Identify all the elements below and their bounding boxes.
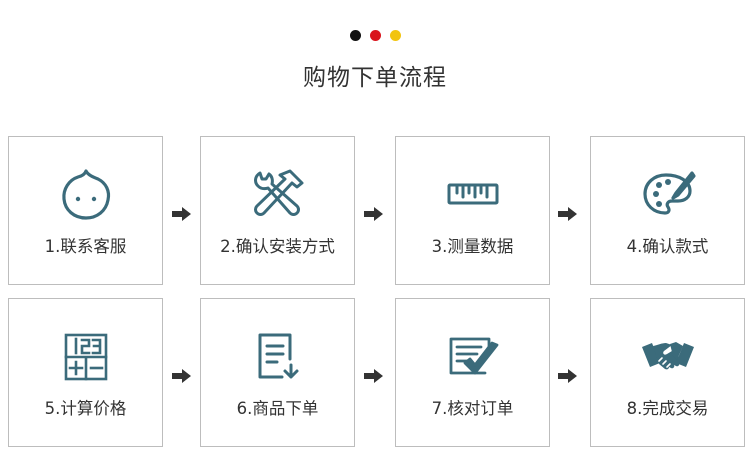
- header-dots: [0, 30, 750, 41]
- palette-icon: [591, 167, 744, 223]
- arrow-right-icon: [172, 369, 191, 383]
- yellow-dot: [389, 30, 401, 41]
- step-label: 6.商品下单: [236, 399, 319, 418]
- step-label: 3.测量数据: [431, 237, 514, 256]
- arrow-right-icon: [172, 207, 191, 221]
- step-card-3: 3.测量数据: [395, 136, 550, 285]
- chat-face-icon: [9, 167, 162, 223]
- arrow-right-icon: [558, 369, 577, 383]
- arrow-right-icon: [364, 207, 383, 221]
- step-card-6: 6.商品下单: [200, 298, 355, 447]
- order-document-icon: [201, 329, 354, 385]
- red-dot: [369, 30, 381, 41]
- step-card-7: 7.核对订单: [395, 298, 550, 447]
- page-title: 购物下单流程: [303, 65, 447, 91]
- calculator-icon: [9, 329, 162, 385]
- step-label: 5.计算价格: [44, 399, 127, 418]
- step-label: 7.核对订单: [431, 399, 514, 418]
- ruler-icon: [396, 167, 549, 223]
- step-label: 2.确认安装方式: [220, 237, 335, 256]
- checklist-icon: [396, 329, 549, 385]
- step-label: 1.联系客服: [44, 237, 127, 256]
- step-label: 8.完成交易: [626, 399, 709, 418]
- step-card-4: 4.确认款式: [590, 136, 745, 285]
- step-card-5: 5.计算价格: [8, 298, 163, 447]
- step-label: 4.确认款式: [626, 237, 709, 256]
- arrow-right-icon: [364, 369, 383, 383]
- tools-icon: [201, 167, 354, 223]
- step-card-2: 2.确认安装方式: [200, 136, 355, 285]
- handshake-icon: [591, 329, 744, 385]
- black-dot: [349, 30, 361, 41]
- step-card-1: 1.联系客服: [8, 136, 163, 285]
- arrow-right-icon: [558, 207, 577, 221]
- step-card-8: 8.完成交易: [590, 298, 745, 447]
